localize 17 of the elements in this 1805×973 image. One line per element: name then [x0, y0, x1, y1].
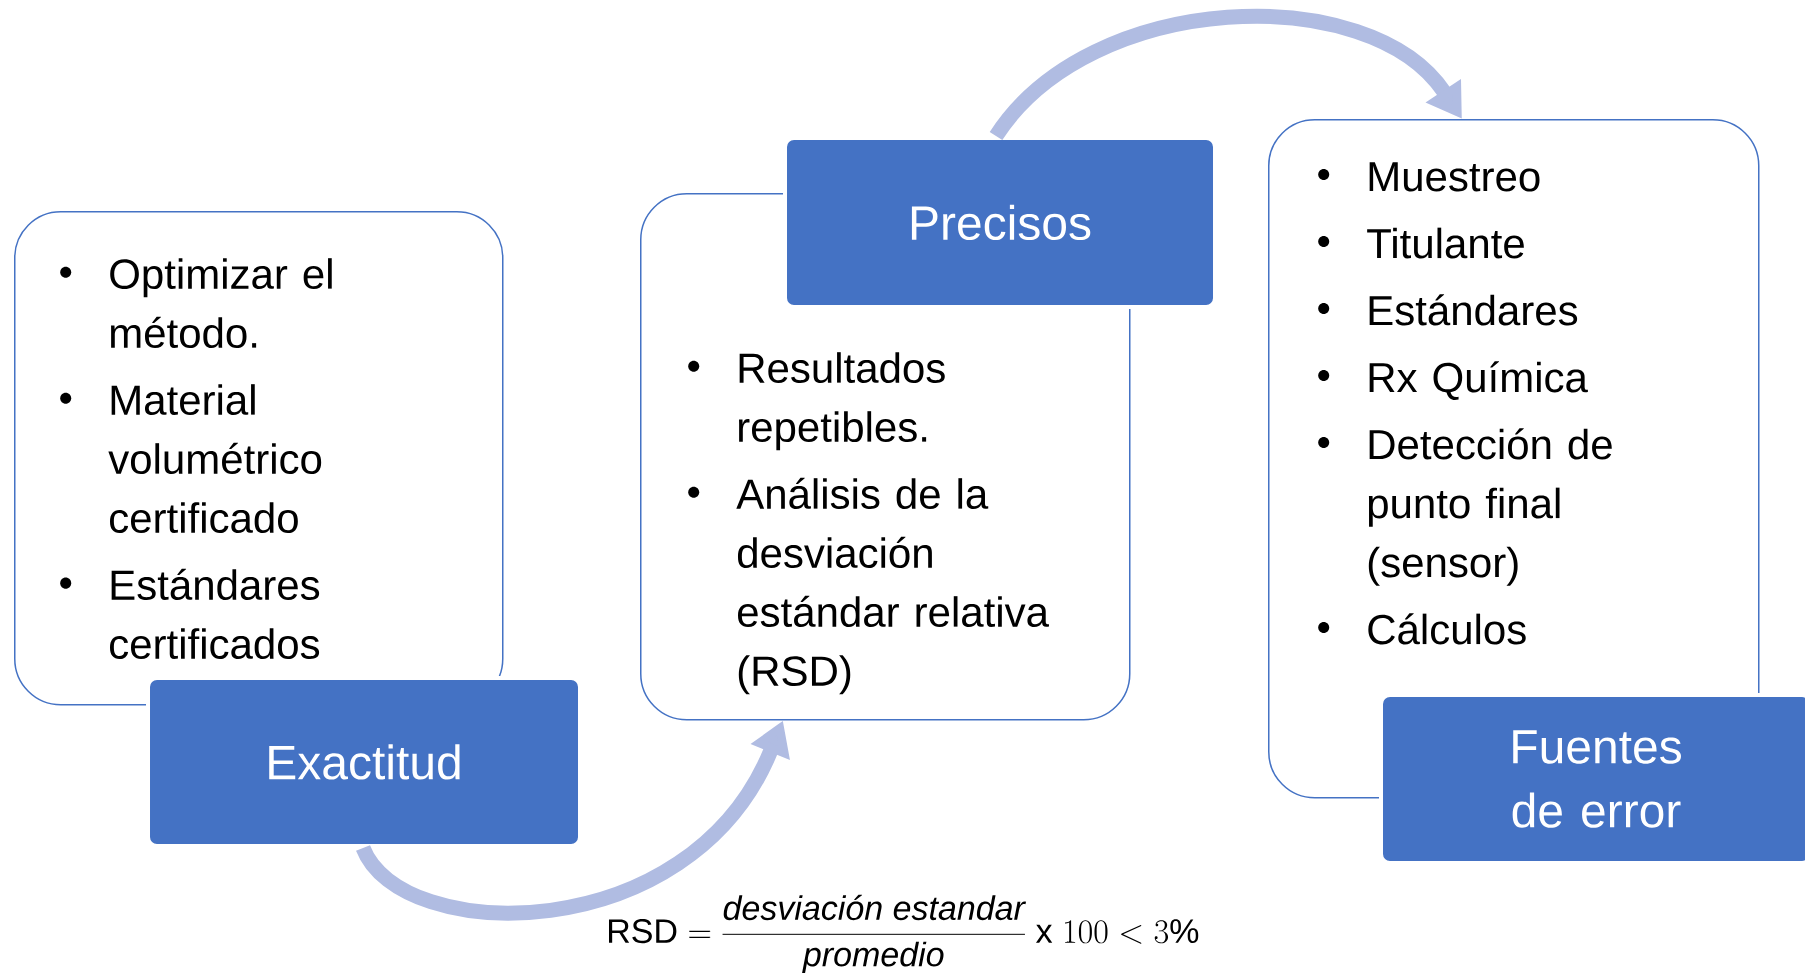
bullet-item: Muestreo	[1318, 162, 1540, 192]
header-box: Precisos	[783, 136, 1217, 309]
header-box: Exactitud	[146, 676, 582, 848]
bullet-item: Resultados repetibles.	[688, 352, 945, 451]
bullet-item: Titulante	[1318, 227, 1524, 259]
bullet-item: Rx Química	[1318, 361, 1588, 400]
formula: $\text{RSD} = \frac{\textit{desviación estandar}}{\textit{promedio}}\text{ x }100 < 3\%$	[609, 894, 1199, 973]
bullet-item: Material volumétrico certificado	[60, 384, 322, 534]
bullet-item: Estándares certificados	[60, 568, 320, 660]
list-box	[14, 211, 504, 706]
curved-arrow	[990, 9, 1462, 141]
bullet-item: Análisis de la desviación estándar relativa (RSD)	[688, 477, 1049, 695]
bullet-item: Detección de punto final (sensor)	[1318, 428, 1612, 586]
header-box: Fuentes de error	[1379, 693, 1805, 865]
bullet-item: Optimizar el método.	[60, 258, 332, 349]
bullet-item: Cálculos	[1318, 613, 1526, 645]
bullet-item: Estándares	[1318, 294, 1578, 326]
